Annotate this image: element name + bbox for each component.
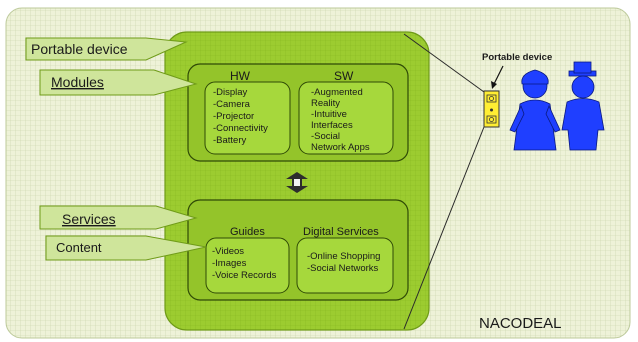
guides-title: Guides: [230, 226, 265, 238]
content-label: Content: [56, 240, 102, 255]
nacodeal-label: NACODEAL: [479, 315, 562, 332]
sw-item: -Social: [311, 131, 340, 142]
guides-item: -Images: [212, 258, 247, 269]
hw-box: [204, 81, 291, 155]
portable-device-side-label: Portable device: [482, 52, 552, 63]
modules-callout: Modules: [39, 69, 198, 96]
hw-item: -Connectivity: [213, 123, 268, 134]
portable-device-callout: Portable device: [25, 37, 188, 61]
guides-item: -Videos: [212, 246, 244, 257]
sw-item: Reality: [311, 98, 340, 109]
modules-label: Modules: [51, 74, 104, 90]
services-label: Services: [62, 211, 116, 227]
hw-title: HW: [230, 69, 251, 83]
hw-item: -Camera: [213, 99, 251, 110]
sw-box: [298, 81, 394, 155]
digital-services-box: [296, 237, 394, 294]
connector-line-bottom: [403, 126, 485, 330]
connector-line-top: [403, 33, 485, 93]
hw-item: -Battery: [213, 135, 247, 146]
phone-icon: [483, 90, 500, 128]
hw-item: -Display: [213, 87, 248, 98]
hw-item: -Projector: [213, 111, 254, 122]
pointer-arrow-icon: [491, 65, 504, 89]
woman-icon: [509, 69, 561, 151]
guides-item: -Voice Records: [212, 270, 277, 281]
digital-services-item: -Online Shopping: [307, 251, 380, 262]
sw-item: -Augmented: [311, 87, 363, 98]
sw-item: Network Apps: [311, 142, 370, 153]
digital-services-item: -Social Networks: [307, 263, 379, 274]
digital-services-title: Digital Services: [303, 226, 379, 238]
portable-device-label: Portable device: [31, 41, 128, 57]
sw-item: Interfaces: [311, 120, 353, 131]
services-callout: Services: [39, 205, 198, 230]
guides-box: [205, 237, 290, 294]
man-icon: [561, 61, 605, 151]
sw-title: SW: [334, 69, 354, 83]
sw-item: -Intuitive: [311, 109, 347, 120]
content-callout: Content: [45, 235, 207, 261]
double-arrow-icon: [286, 172, 308, 193]
